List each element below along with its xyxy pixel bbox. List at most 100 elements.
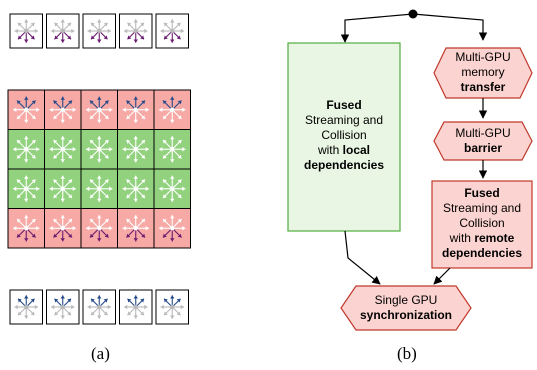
arrow-head	[16, 218, 21, 223]
lattice-node	[60, 147, 65, 152]
lattice-node	[24, 304, 29, 310]
flowchart-panel	[287, 9, 533, 331]
arrow-head	[103, 311, 108, 316]
arrow-head	[133, 19, 138, 23]
memcpy-line3: transfer	[460, 80, 506, 94]
lattice-node	[24, 107, 29, 112]
arrow-head	[126, 194, 131, 199]
arrow-head	[72, 226, 76, 231]
arrow-head	[54, 22, 59, 27]
arrow-head	[170, 238, 175, 242]
arrow-head	[71, 28, 75, 34]
arrow-head	[86, 147, 90, 152]
lattice-node	[60, 226, 65, 231]
arrow-head	[133, 96, 138, 100]
arrow-head	[89, 100, 94, 105]
lattice-node	[24, 226, 29, 231]
memcpy-line1: Multi-GPU	[455, 50, 511, 64]
arrow-head	[97, 19, 102, 23]
arrow-head	[180, 28, 184, 34]
arrow-head	[97, 295, 102, 299]
arrow-head	[141, 218, 146, 223]
arrow-head	[67, 298, 72, 303]
arrow-head	[177, 139, 182, 144]
arrow-head	[54, 311, 59, 316]
arrow-head	[53, 115, 58, 120]
arrow-head	[90, 298, 95, 303]
arrow-head	[13, 147, 17, 152]
arrow-head	[162, 115, 167, 120]
arrow-head	[176, 35, 181, 40]
arrow-head	[31, 115, 36, 120]
arrow-head	[86, 186, 90, 191]
arrow-head	[97, 136, 102, 140]
arrow-head	[145, 226, 149, 231]
memcpy-line2: memory	[461, 65, 505, 79]
arrow-head	[177, 218, 182, 223]
barrier-line1: Multi-GPU	[455, 126, 511, 140]
arrow-head	[103, 35, 108, 40]
lattice-node	[170, 28, 175, 34]
arrow-head	[49, 226, 53, 231]
arrow-head	[60, 19, 65, 23]
arrow-head	[104, 154, 109, 159]
arrow-head	[30, 35, 35, 40]
arrow-head	[68, 154, 73, 159]
arrow-head	[24, 295, 29, 299]
remote-line4b: remote	[474, 231, 515, 245]
arrow-head	[177, 154, 182, 159]
lattice-node	[24, 28, 29, 34]
lattice-node	[133, 226, 138, 231]
arrow-head	[31, 194, 36, 199]
arrow-head	[68, 218, 73, 223]
arrow-head	[24, 198, 29, 202]
arrow-head	[13, 226, 17, 231]
arrow-head	[86, 107, 90, 112]
arrow-head	[16, 115, 21, 120]
arrow-head	[97, 238, 102, 242]
arrow-head	[163, 22, 168, 27]
local-line1: Fused	[326, 98, 362, 112]
arrow-head	[176, 298, 181, 303]
arrow-head	[97, 215, 102, 219]
arrow-head	[162, 194, 167, 199]
arrow-head	[36, 186, 40, 191]
arrow-head	[141, 139, 146, 144]
lattice-node	[60, 304, 65, 310]
arrow-head	[16, 154, 21, 159]
arrow-head	[72, 147, 76, 152]
arrow-head	[145, 186, 149, 191]
edge-remote-to-sync	[433, 267, 451, 285]
arrow-head	[53, 139, 58, 144]
arrow-head	[160, 304, 164, 310]
arrow-head	[170, 198, 175, 202]
sync-hexagon	[340, 285, 472, 331]
arrow-head	[182, 226, 186, 231]
arrow-head	[89, 218, 94, 223]
lattice-node	[133, 107, 138, 112]
arrow-head	[141, 233, 146, 238]
arrow-head	[177, 233, 182, 238]
arrow-head	[104, 233, 109, 238]
arrow-head	[107, 304, 111, 310]
arrow-head	[31, 139, 36, 144]
arrow-head	[60, 96, 65, 100]
arrow-head	[104, 218, 109, 223]
arrow-head	[53, 179, 58, 184]
arrow-head	[31, 218, 36, 223]
arrow-head	[122, 226, 126, 231]
local-line3: Collision	[321, 128, 367, 142]
arrow-head	[133, 159, 138, 163]
arrow-head	[24, 315, 29, 319]
arrow-head	[126, 154, 131, 159]
arrow-head	[34, 28, 38, 34]
arrow-head	[49, 147, 53, 152]
arrow-head	[104, 100, 109, 105]
arrow-head	[97, 119, 102, 123]
arrow-head	[144, 28, 148, 34]
arrow-head	[34, 304, 38, 310]
arrow-head	[170, 159, 175, 163]
arrow-head	[140, 22, 145, 27]
arrow-head	[24, 215, 29, 219]
